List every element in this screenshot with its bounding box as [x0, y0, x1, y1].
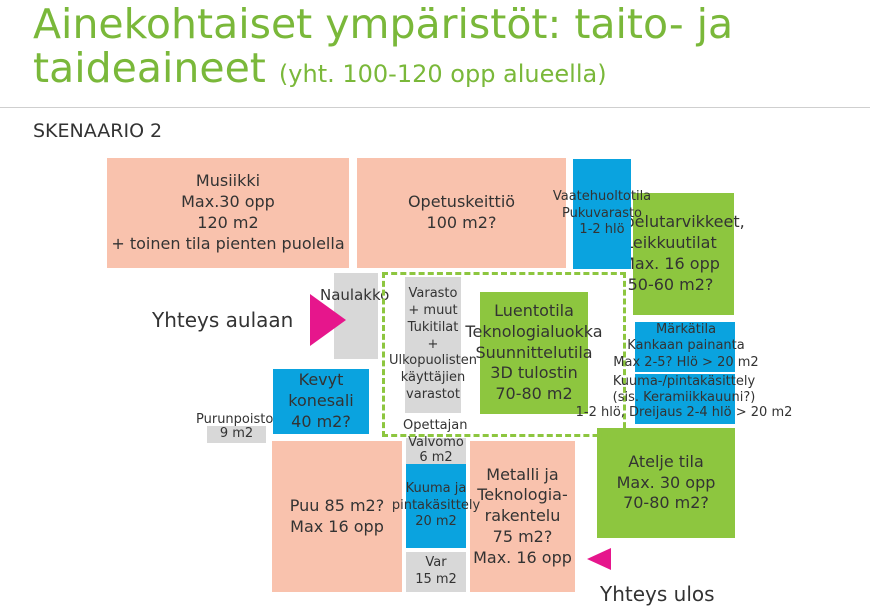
room-valvomo-label: Valvomo 6 m2: [408, 435, 464, 465]
room-kuuma-pinta: [635, 374, 735, 424]
room-valvomo: Valvomo 6 m2: [406, 435, 466, 465]
room-varasto-label: Varasto + muut Tukitilat + Ulkopuolisten…: [389, 285, 477, 403]
scenario-label: SKENAARIO 2: [33, 120, 163, 142]
room-kuuma-ja-label: Kuuma ja pintakäsittely 20 m2: [391, 480, 481, 530]
room-vaatehuolto-label: Vaatehuoltotila Pukuvarasto 1-2 hlö: [552, 188, 652, 238]
room-ompelu: Ompelutarvikkeet, Leikkuutilat Max. 16 o…: [596, 193, 745, 315]
room-puu-label: Puu 85 m2? Max 16 opp: [289, 495, 385, 536]
room-naulakko-label: Naulakko: [320, 286, 390, 304]
ulos-arrow-icon: [587, 548, 611, 570]
room-metalli-label: Metalli ja Teknologia- rakentelu 75 m2? …: [473, 464, 572, 567]
room-vaatehuolto: Vaatehuoltotila Pukuvarasto 1-2 hlö: [553, 159, 651, 269]
room-puu: Puu 85 m2? Max 16 opp: [272, 441, 402, 592]
room-purunpoisto: 9 m2: [207, 426, 266, 443]
header-divider: [0, 107, 870, 108]
room-var-label: Var 15 m2: [415, 555, 457, 587]
room-opettajan-label: Opettajan: [403, 418, 468, 433]
room-markatila-label: Märkätila Kankaan painanta Max 2-5? Hlö …: [613, 322, 759, 370]
room-varasto: Varasto + muut Tukitilat + Ulkopuolisten…: [389, 277, 477, 413]
room-metalli: Metalli ja Teknologia- rakentelu 75 m2? …: [470, 441, 575, 592]
room-kuuma-pinta-label: Kuuma-/pintakäsittely (sis. Keramiikkauu…: [575, 374, 793, 421]
central-zone-outline: [382, 272, 626, 437]
room-purunpoisto-label: Purunpoisto: [196, 412, 274, 427]
page-title: Ainekohtaiset ympäristöt: taito- ja taid…: [33, 2, 733, 96]
title-line-2: taideaineet (yht. 100-120 opp alueella): [33, 46, 733, 96]
room-opetuskeittio-label: Opetuskeittiö 100 m2?: [407, 192, 516, 232]
room-atelje-label: Atelje tila Max. 30 opp 70-80 m2?: [616, 451, 716, 513]
yhteys-aulaan-label: Yhteys aulaan: [152, 308, 294, 332]
room-musiikki: Musiikki Max.30 opp 120 m2 + toinen tila…: [107, 158, 349, 268]
room-opetuskeittio: Opetuskeittiö 100 m2?: [357, 158, 566, 268]
yhteys-ulos-label: Yhteys ulos: [600, 582, 715, 606]
room-kevyt-konesali: Kevyt konesali 40 m2?: [273, 369, 369, 434]
room-purunpoisto-area: 9 m2: [219, 426, 254, 442]
title-line-1: Ainekohtaiset ympäristöt: taito- ja: [33, 0, 734, 48]
title-subtitle: (yht. 100-120 opp alueella): [278, 60, 607, 88]
room-ompelu-label: Ompelutarvikkeet, Leikkuutilat Max. 16 o…: [596, 212, 745, 294]
room-musiikki-label: Musiikki Max.30 opp 120 m2 + toinen tila…: [111, 171, 345, 253]
room-luentotila: Luentotila Teknologialuokka Suunnittelut…: [465, 292, 603, 414]
room-luentotila-label: Luentotila Teknologialuokka Suunnittelut…: [465, 301, 603, 404]
title-main-word: taideaineet: [33, 44, 266, 92]
aula-arrow-icon: [310, 294, 346, 346]
room-markatila: [635, 322, 735, 372]
room-kevyt-label: Kevyt konesali 40 m2?: [288, 370, 354, 431]
room-atelje: Atelje tila Max. 30 opp 70-80 m2?: [597, 428, 735, 538]
room-var: Var 15 m2: [406, 552, 466, 592]
room-naulakko: [334, 273, 378, 359]
room-kuuma-ja: Kuuma ja pintakäsittely 20 m2: [392, 464, 480, 548]
